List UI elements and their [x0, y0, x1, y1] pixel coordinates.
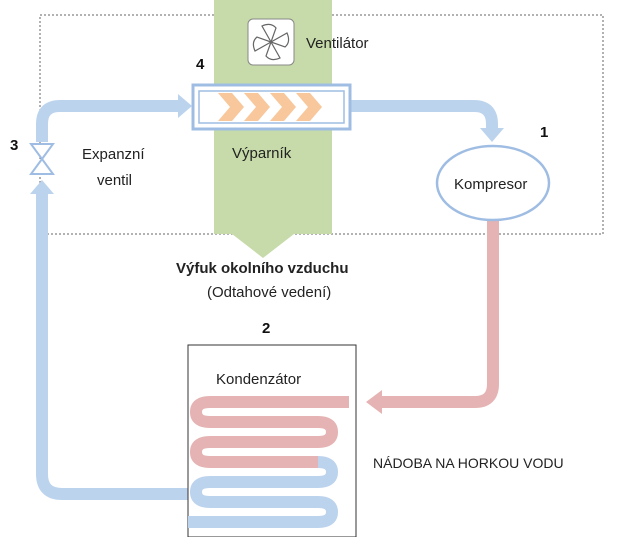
evaporator-number: 4	[196, 56, 205, 73]
condenser-coil	[188, 396, 349, 528]
expansion-valve-number: 3	[10, 137, 18, 154]
condenser-label: Kondenzátor	[216, 371, 301, 388]
cold-return-arrowhead	[30, 180, 54, 194]
compressor-label: Kompresor	[454, 176, 527, 193]
expansion-valve-label-line1: Expanzní	[82, 146, 145, 163]
evaporator-chevrons	[218, 93, 322, 121]
condenser-number: 2	[262, 320, 270, 337]
exhaust-subtitle: (Odtahové vedení)	[207, 284, 331, 301]
fan-icon	[247, 18, 295, 66]
evaporator-to-compressor-pipe	[350, 100, 498, 128]
condenser-inlet-arrowhead	[366, 390, 382, 414]
compressor-shape	[435, 144, 551, 222]
exhaust-title: Výfuk okolního vzduchu	[176, 260, 349, 277]
expansion-valve-icon	[29, 143, 55, 175]
evaporator-label: Výparník	[232, 145, 292, 162]
fan-label: Ventilátor	[306, 35, 369, 52]
compressor-number: 1	[540, 124, 548, 141]
valve-to-evaporator-pipe	[36, 100, 180, 142]
cold-return-pipe	[36, 190, 188, 500]
compressor-inlet-arrowhead	[480, 128, 504, 142]
evaporator-inlet-arrowhead	[178, 94, 192, 118]
evaporator-box	[191, 83, 352, 131]
expansion-valve-label-line2: ventil	[97, 172, 132, 189]
tank-label: NÁDOBA NA HORKOU VODU	[373, 455, 564, 471]
hot-discharge-pipe	[380, 220, 499, 408]
